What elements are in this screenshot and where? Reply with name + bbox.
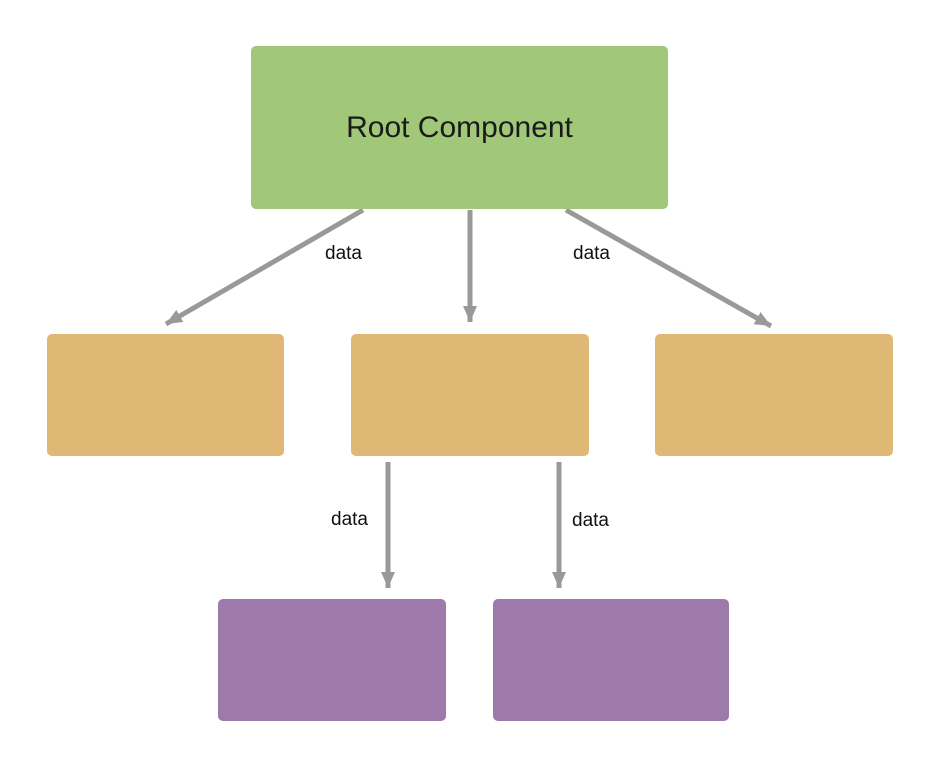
edge-label-root-to-child-right: data bbox=[573, 243, 610, 264]
node-child-middle bbox=[351, 334, 589, 456]
node-root-label: Root Component bbox=[346, 110, 573, 144]
node-child-right bbox=[655, 334, 893, 456]
node-root-component: Root Component bbox=[251, 46, 668, 209]
node-child-left bbox=[47, 334, 284, 456]
edge-root-to-child-left bbox=[164, 207, 365, 327]
edge-label-middle-to-grandchild-right: data bbox=[572, 510, 609, 531]
node-grandchild-right bbox=[493, 599, 729, 721]
edge-root-to-child-right bbox=[564, 207, 773, 329]
edge-label-middle-to-grandchild-left: data bbox=[331, 509, 368, 530]
edge-label-root-to-child-left: data bbox=[325, 243, 362, 264]
node-grandchild-left bbox=[218, 599, 446, 721]
